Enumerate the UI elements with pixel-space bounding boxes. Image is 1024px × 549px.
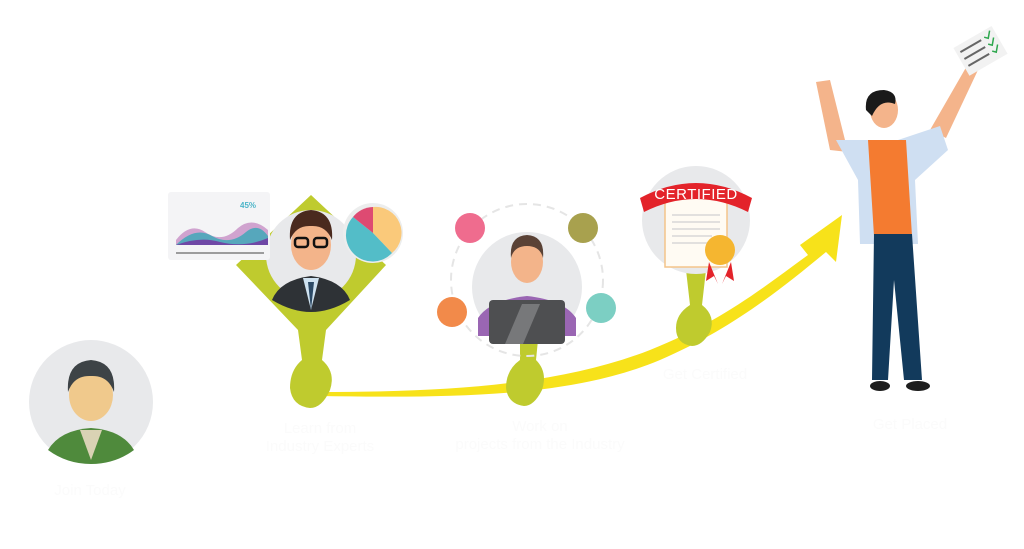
pie-chart-badge: [343, 203, 403, 263]
certified-ribbon-text: CERTIFIED: [654, 186, 737, 203]
checklist-icon: [953, 26, 1008, 76]
hourglass-icon: [586, 293, 616, 323]
lightbulb-icon: [455, 213, 485, 243]
chart-percent-value: 45%: [240, 201, 257, 210]
step-label-learn: Learn from Industry Experts: [265, 420, 375, 455]
step-label-projects: Work on projects from the Industry: [455, 418, 625, 453]
analytics-chart-card: [168, 192, 270, 260]
step-label-certified: Get Certified: [662, 366, 748, 383]
step-label-placed: Get Placed: [872, 416, 948, 433]
step-label-join: Join Today: [54, 482, 126, 499]
step-4-node: CERTIFIED: [640, 166, 752, 346]
gears-icon: [568, 213, 598, 243]
step-1-avatar: [29, 340, 153, 464]
step-3-node: [437, 203, 616, 406]
growth-arrow: [318, 215, 842, 397]
step-5-placed-person: [816, 26, 1008, 391]
magnifier-icon: [437, 297, 467, 327]
